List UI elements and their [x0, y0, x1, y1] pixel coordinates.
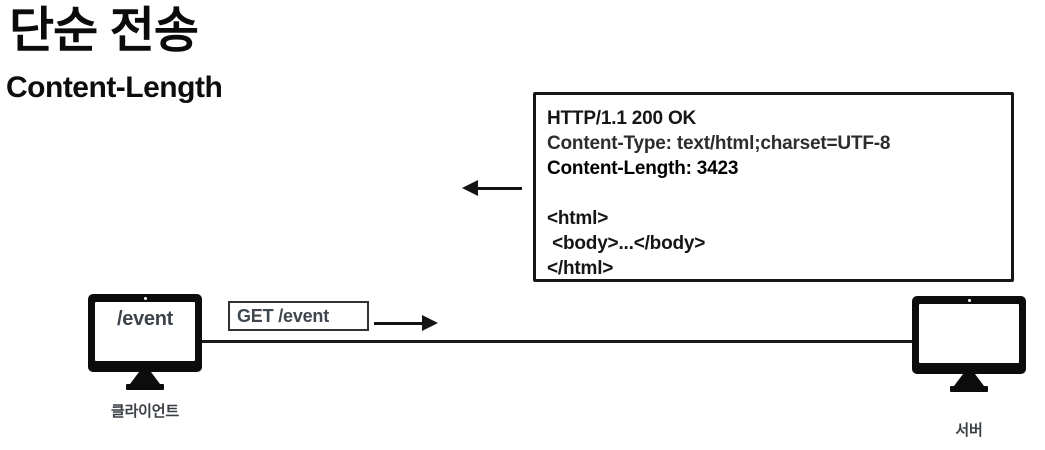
- response-status-line: HTTP/1.1 200 OK: [547, 108, 697, 129]
- monitor-frame: /event: [88, 294, 202, 372]
- request-label-box: GET /event: [228, 301, 369, 331]
- server-monitor-icon: [912, 296, 1026, 392]
- arrowhead-left: [462, 180, 478, 196]
- client-server-connector-line: [201, 340, 914, 343]
- monitor-stand: [954, 374, 984, 386]
- client-monitor-icon: /event: [88, 294, 202, 390]
- arrow-right-icon: [374, 315, 438, 331]
- page-subtitle: Content-Length: [6, 71, 223, 104]
- http-response-box: HTTP/1.1 200 OK Content-Type: text/html;…: [533, 92, 1014, 282]
- monitor-frame: [912, 296, 1026, 374]
- monitor-stand: [130, 372, 160, 384]
- arrow-shaft: [474, 186, 522, 190]
- response-blank-line: [547, 181, 1001, 206]
- page-title: 단순 전송: [9, 4, 199, 58]
- client-screen: /event: [95, 302, 195, 361]
- response-body-line-2: <body>...</body>: [547, 233, 706, 254]
- response-content-length-line: Content-Length: 3423: [547, 158, 739, 179]
- client-screen-label: /event: [116, 308, 173, 330]
- camera-dot-icon: [967, 299, 971, 302]
- monitor-base: [126, 384, 164, 390]
- arrow-shaft: [374, 321, 426, 325]
- response-content-type-line: Content-Type: text/html;charset=UTF-8: [547, 133, 891, 154]
- response-body-line-3: </html>: [547, 258, 614, 279]
- arrowhead-right: [422, 315, 438, 331]
- response-body-line-1: <html>: [547, 208, 609, 229]
- server-caption: 서버: [955, 422, 983, 439]
- client-caption: 클라이언트: [110, 403, 179, 420]
- monitor-base: [950, 386, 988, 392]
- camera-dot-icon: [143, 297, 147, 300]
- server-screen: [919, 304, 1019, 363]
- arrow-left-icon: [462, 180, 524, 196]
